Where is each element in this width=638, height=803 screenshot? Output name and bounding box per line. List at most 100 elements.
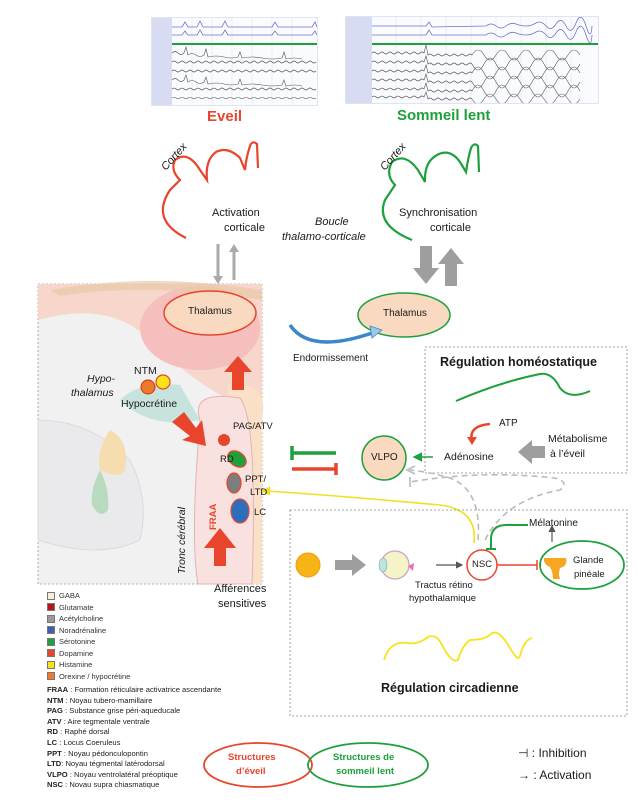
legend-swatch [47,649,55,658]
cortex-wake-curve [161,141,260,239]
adenosine-label: Adénosine [444,451,494,463]
ntm-label: NTM [134,365,157,377]
pineal-icon [543,558,567,579]
abbr-item: PAG : Substance grise péri-aqueducale [47,706,181,716]
activation-text-2: corticale [224,222,265,234]
afferences-label-2: sensitives [218,598,267,610]
abbr-item: RD : Raphé dorsal [47,727,110,737]
sun-icon [295,552,321,578]
vlpo-label: VLPO [371,452,398,463]
legend-swatch [47,626,55,635]
circadian-curve [383,631,533,662]
abbr-item: VLPO : Noyau ventrolatéral préoptique [47,769,178,779]
rd-node [227,450,247,468]
activation-key: → : Activation [518,768,592,782]
arrow-thalamus-up [224,356,252,390]
eeg-wake-traces [152,18,317,105]
legend-swatch [47,672,55,681]
legend-swatch [47,660,55,669]
eeg-sleep-label: Sommeil lent [397,107,491,124]
thalamus-left-shape [163,290,257,336]
hypothalamus-label-2: thalamus [71,387,114,399]
ppt-node [226,472,242,494]
hypothalamus-label-1: Hypo- [87,373,116,385]
key-wake-ellipse [203,742,313,788]
key-sleep-ellipse [307,742,429,788]
abbr-item: LTD: Noyau tégmental latérodorsal [47,759,165,769]
legend-swatch [47,614,55,623]
legend-item-histamine: Histamine [47,659,130,671]
rd-label: RD [220,454,234,465]
sun-to-eye-arrow [335,554,366,576]
pag-atv-label: PAG/ATV [233,421,273,432]
ppt-label-2: LTD [250,487,268,498]
activation-symbol-icon: → [518,768,530,782]
nsc-to-vlpo-dashed-1 [409,469,480,541]
nsc-to-vlpo-dashed-2 [409,474,565,541]
ppt-label-1: PPT/ [245,474,267,485]
histamine-node [155,374,171,390]
lc-label: LC [254,507,267,518]
lc-node [230,498,250,524]
melatonin-inhibits-nsc [490,524,528,549]
eeg-wake-label: Eveil [207,108,243,125]
eeg-wake-panel [151,17,318,106]
inhibition-symbol-icon: ⊣ [518,746,529,760]
glande-label-1: Glande [573,555,604,566]
tractus-label-2: hypothalamique [409,593,477,604]
legend-item-glutamate: Glutamate [47,602,130,614]
homeostatic-box [424,346,628,474]
loop-text-1: Boucle [315,216,349,228]
key-sleep-label-2: sommeil lent [336,766,395,777]
nsc-label: NSC [472,559,493,570]
loop-text-2: thalamo-corticale [282,231,366,243]
legend-swatch [47,591,55,600]
legend-item-serotonine: Sérotonine [47,636,130,648]
legend-item-orexine: Orexine / hypocrétine [47,671,130,683]
fraa-label: FRAA [208,503,219,530]
melatonine-label: Mélatonine [529,518,578,529]
legend-item-dopamine: Dopamine [47,648,130,660]
neurotransmitter-legend: GABA Glutamate Acétylcholine Noradrénali… [47,590,130,682]
legend-item-acetylcholine: Acétylcholine [47,613,130,625]
circadian-box [289,509,628,717]
legend-swatch [47,637,55,646]
legend-swatch [47,603,55,612]
eeg-sleep-panel [345,16,599,104]
arrow-afferences-up [204,528,236,566]
sync-text-1: Synchronisation [399,207,478,219]
abbreviation-list: FRAA : Formation réticulaire activatrice… [47,685,221,791]
legend-item-gaba: GABA [47,590,130,602]
endormissement-arrow [288,323,376,344]
legend-item-noradrenaline: Noradrénaline [47,625,130,637]
abbr-item: NSC : Novau supra chiasmatique [47,780,160,790]
abbr-item: LC : Locus Coeruleus [47,737,121,747]
arrow-sync-up [438,248,464,264]
inhibition-key: ⊣ : Inhibition [518,746,587,760]
homeostatic-title: Régulation homéostatique [440,355,597,369]
thalamus-left-label: Thalamus [188,306,232,317]
afferences-label-1: Afférences [214,583,267,595]
pag-atv-node [218,434,230,446]
abbr-item: FRAA : Formation réticulaire activatrice… [47,685,222,694]
glande-label-2: pinéale [574,569,605,580]
arrow-hypo-to-fraa [172,412,206,446]
abbr-item: NTM : Noyau tubero-mamillaire [47,695,153,705]
key-wake-label-1: Structures [228,752,276,763]
eye-icon [378,550,414,580]
hypocretine-label: Hypocrétine [121,398,178,410]
cortex-sleep-curve [381,143,481,242]
abbr-item: ATV : Aire tegmentale ventrale [47,716,150,726]
key-sleep-label-1: Structures de [333,752,395,763]
abbr-item: PPT : Noyau pédonculopontin [47,748,148,758]
thalamus-right-label: Thalamus [383,308,427,319]
eeg-sleep-traces [346,17,598,103]
thalamus-right-shape [357,292,451,338]
retino-yellow-line [265,490,476,544]
metabolism-label-2: à l’éveil [550,448,586,460]
circadian-title: Régulation circadienne [381,681,519,695]
atp-label: ATP [499,418,518,429]
key-wake-label-2: d’éveil [236,766,266,777]
tronc-label: Tronc cérébral [176,507,188,574]
